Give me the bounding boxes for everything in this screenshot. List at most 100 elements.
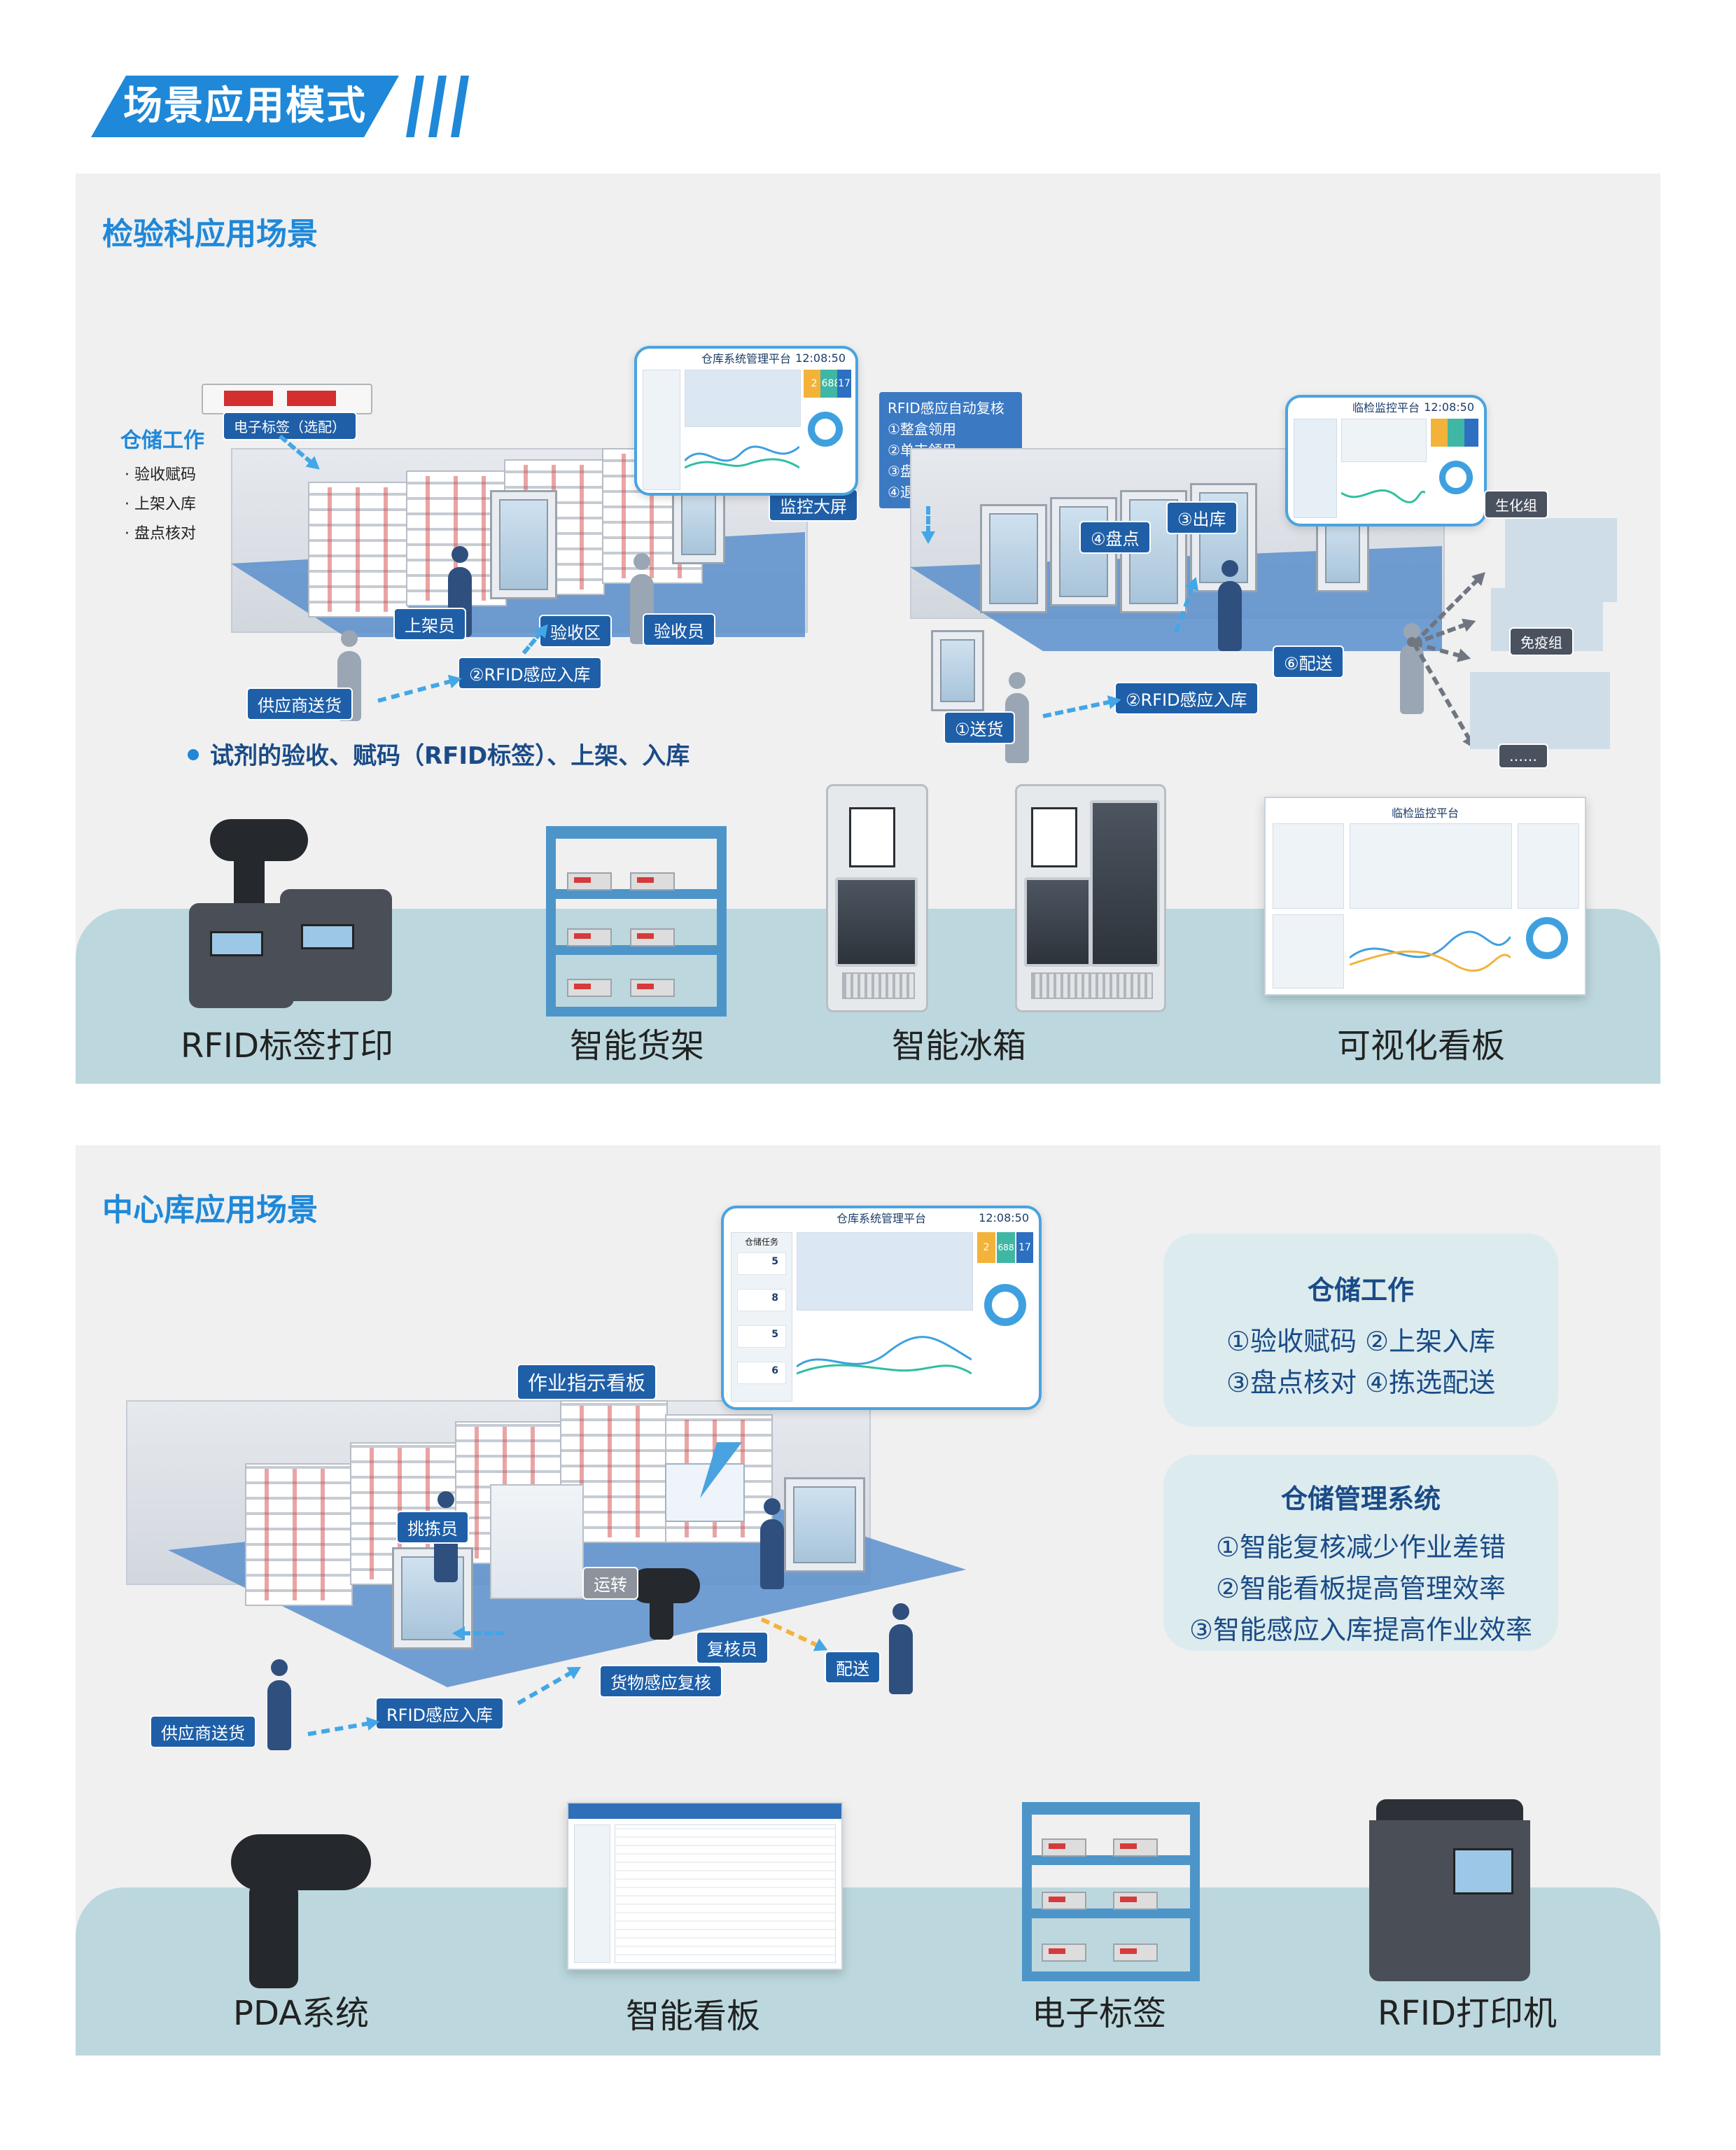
bar-panel	[1341, 419, 1427, 462]
product-label: PDA系统	[233, 1994, 369, 2033]
storage-item: · 盘点核对	[125, 525, 196, 543]
storage-work-card: 仓储工作 ①验收赋码 ②上架入库 ③盘点核对 ④拣选配送	[1163, 1234, 1558, 1427]
screen-title: 仓库系统管理平台	[836, 1212, 926, 1225]
fridge-door	[1090, 800, 1160, 967]
smart-fridge-icon	[826, 784, 928, 1012]
electronic-tag-rack-icon	[1022, 1802, 1200, 1981]
lab-monitor-screen: 临检监控平台 12:08:50	[1285, 395, 1487, 526]
rack-tag	[1113, 1943, 1158, 1962]
smart-board-screenshot	[567, 1802, 843, 1970]
app-tree	[574, 1824, 610, 1963]
label-inventory: ④盘点	[1079, 521, 1151, 554]
warehouse-view	[797, 1232, 973, 1311]
cabinet	[784, 1477, 865, 1572]
cabinet	[1190, 483, 1257, 592]
line-chart	[685, 445, 799, 469]
product-label: 可视化看板	[1336, 1026, 1505, 1066]
fridge-vent	[1031, 972, 1153, 999]
label-shelver: 上架员	[393, 608, 466, 641]
rack-tag	[567, 928, 612, 947]
screen-title: 仓库系统管理平台	[701, 352, 791, 365]
card-title: 仓储管理系统	[1280, 1484, 1441, 1514]
card-line: ②智能看板提高管理效率	[1215, 1573, 1506, 1604]
fridge-screen	[1031, 807, 1077, 867]
kpi: 17	[837, 370, 851, 398]
fridge-screen	[849, 807, 895, 867]
smart-shelf-icon	[546, 826, 727, 1017]
kpi: 688	[997, 1232, 1015, 1263]
lab-bullet-text: 试剂的验收、赋码（RFID标签）、上架、入库	[210, 742, 690, 770]
donut-chart	[808, 412, 843, 447]
fridge-vent	[842, 972, 915, 999]
rack-tag	[1113, 1892, 1158, 1910]
rack-tag	[1042, 1838, 1086, 1857]
visual-board: 临检监控平台	[1264, 797, 1586, 996]
product-label: 智能冰箱	[891, 1026, 1026, 1066]
task-panel	[643, 370, 680, 490]
board-screen-in-room	[665, 1463, 745, 1522]
label-receiver: 验收员	[643, 613, 715, 646]
left-panel	[1294, 419, 1337, 518]
banner-title: 场景应用模式	[123, 83, 367, 129]
task-row: 8	[737, 1289, 786, 1311]
flow-arrow	[462, 1631, 504, 1635]
cabinet	[672, 483, 725, 564]
banner-bg	[91, 76, 399, 137]
banner-slash	[428, 76, 447, 137]
label-checker: 复核员	[696, 1631, 769, 1664]
smart-fridge-icon	[1015, 784, 1166, 1012]
smart-cabinet	[931, 630, 984, 711]
board-panel	[1273, 914, 1344, 989]
screen-time: 12:08:50	[1424, 400, 1474, 414]
glass-door	[490, 1484, 584, 1599]
label-out: ③出库	[1166, 501, 1238, 534]
rack-shelf	[546, 945, 727, 955]
rfid-printer-icon	[189, 903, 294, 1008]
product-label: RFID打印机	[1377, 1994, 1558, 2033]
electronic-tag-label: 电子标签（选配）	[223, 412, 357, 440]
kpi: 17	[1016, 1232, 1033, 1263]
printer-screen	[301, 924, 354, 949]
rack-tag	[630, 979, 675, 997]
pda-grip	[249, 1883, 298, 1988]
shelf	[308, 482, 409, 617]
rfid-gun-icon	[630, 1568, 700, 1603]
label-rfid-in-center: RFID感应入库	[375, 1697, 505, 1730]
fridge-door	[1024, 877, 1091, 967]
rack-shelf	[546, 889, 727, 899]
banner-slash	[406, 76, 424, 137]
cabinet	[980, 504, 1047, 613]
screen-title: 临检监控平台	[1352, 401, 1420, 414]
label-picker: 挑拣员	[396, 1511, 469, 1544]
fridge-door	[835, 877, 918, 967]
rack-shelf	[1022, 1908, 1200, 1918]
warehouse-view	[685, 370, 801, 427]
board-line-chart	[1350, 930, 1511, 972]
label-rfid-in: ②RFID感应入库	[458, 657, 602, 690]
person-receiver	[630, 553, 654, 644]
shelf	[245, 1463, 353, 1606]
product-label: 智能看板	[625, 1997, 760, 2036]
printer-screen	[210, 931, 263, 956]
task-row: 5	[737, 1325, 786, 1348]
rack-tag	[1042, 1943, 1086, 1962]
card-line: ①验收赋码 ②上架入库	[1226, 1326, 1496, 1357]
label-transport: 运转	[582, 1567, 638, 1600]
app-header	[568, 1803, 841, 1819]
kpi	[1464, 419, 1478, 447]
rack-tag	[1042, 1892, 1086, 1910]
rfid-printer-icon	[280, 889, 392, 1001]
center-section-title: 中心库应用场景	[102, 1192, 318, 1228]
label-deliver-center: 配送	[825, 1651, 881, 1684]
pda-icon	[231, 1834, 371, 1890]
label-deliver: ⑥配送	[1273, 645, 1344, 678]
person-operator	[1218, 560, 1242, 651]
wms-card: 仓储管理系统 ①智能复核减少作业差错 ②智能看板提高管理效率 ③智能感应入库提高…	[1163, 1455, 1558, 1651]
storage-item: · 验收赋码	[125, 466, 196, 484]
line-chart	[1341, 489, 1425, 503]
dept-immuno: 免疫组	[1509, 627, 1574, 656]
led-display	[224, 391, 273, 406]
label-rfid-in-2: ②RFID感应入库	[1114, 682, 1259, 715]
kpi: 2	[977, 1232, 995, 1263]
task-panel: 仓储任务 5 8 5 6	[731, 1232, 792, 1402]
